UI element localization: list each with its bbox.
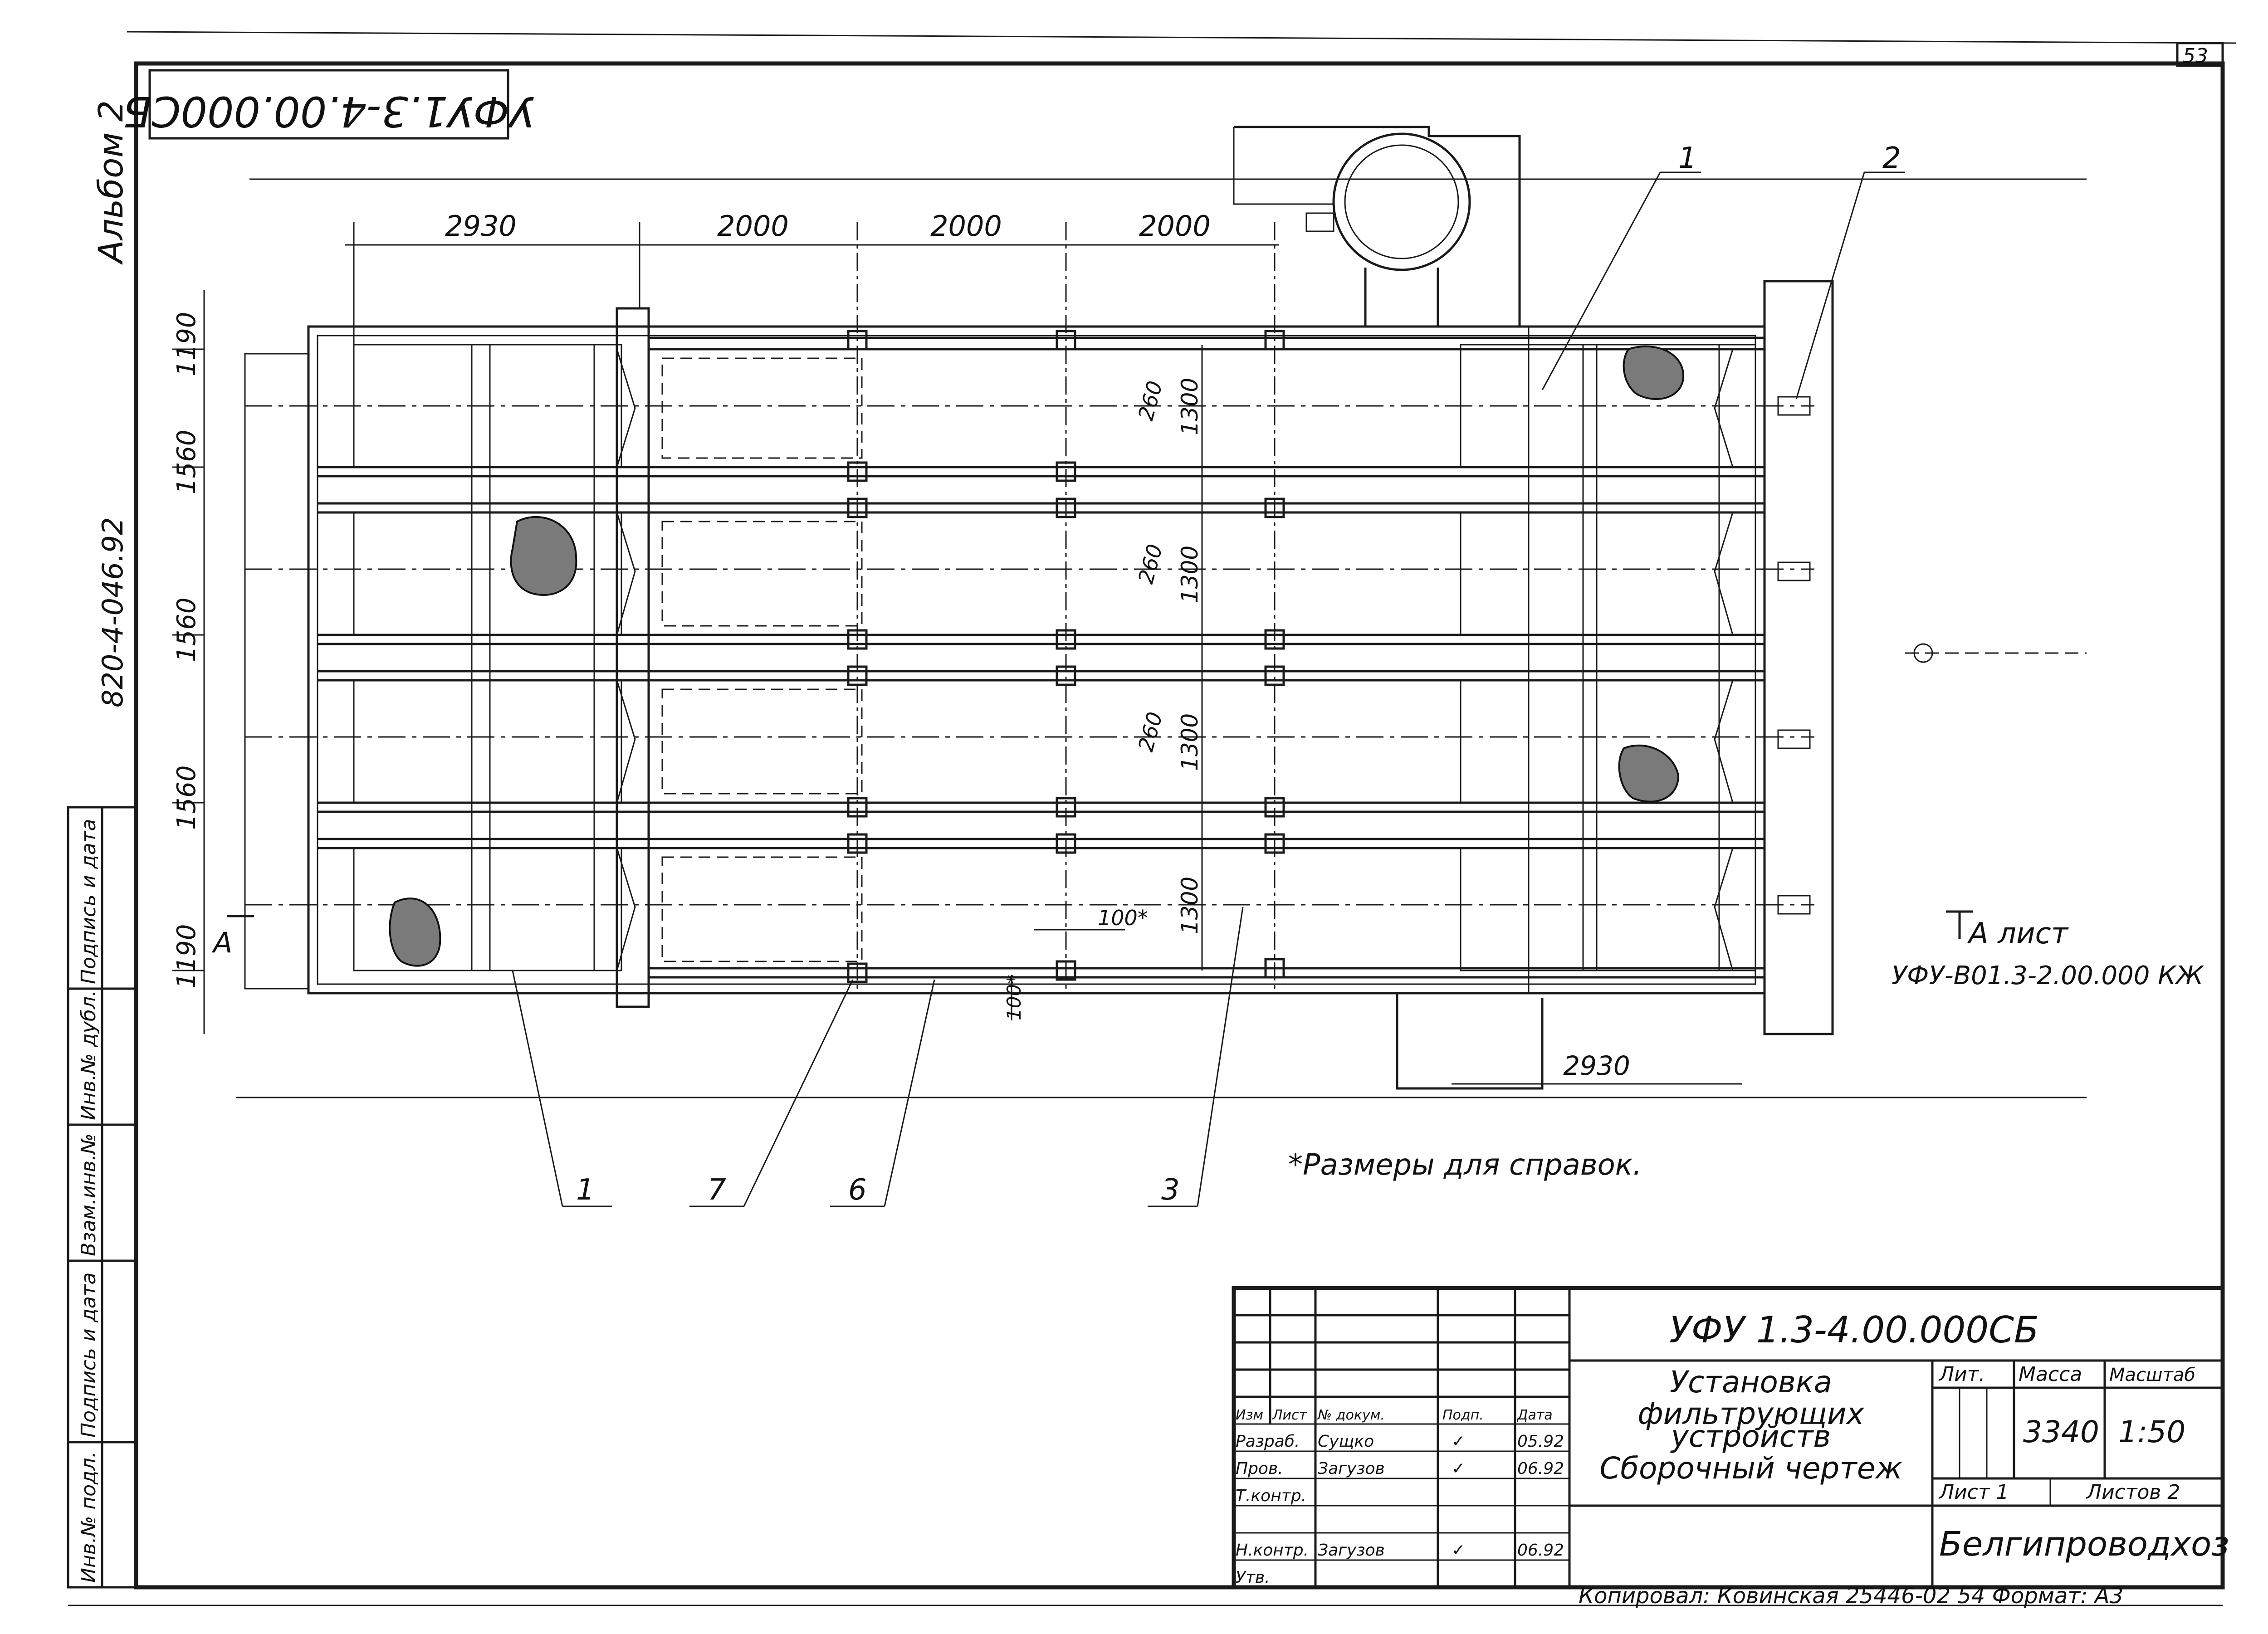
pipe-stubs [1777, 396, 1811, 915]
dim-top-4: 2000 [1139, 210, 1211, 243]
row-name-2: Загузов [1318, 1459, 1385, 1478]
sheet-frame [68, 31, 2237, 1606]
section-marks [227, 910, 1973, 939]
scale-value: 1:50 [2118, 1415, 2185, 1449]
callout-bottom-7: 7 [708, 1173, 726, 1207]
row-date-2: 06.92 [1517, 1459, 1564, 1478]
header-izm: Изм [1236, 1407, 1263, 1423]
stones [389, 345, 1684, 967]
dim-top-1: 2930 [445, 210, 517, 243]
dim-center-3: 1300 [1177, 713, 1203, 771]
dim-260-3: 260 [1133, 709, 1167, 754]
dim-top-2: 2000 [717, 210, 789, 243]
side-stamp-3: Взам.инв.№ [77, 1133, 100, 1256]
row-role-3: Т.контр. [1236, 1487, 1306, 1505]
header-sign: Подп. [1442, 1407, 1484, 1423]
row-name-4: Загузов [1318, 1541, 1385, 1560]
header-list: Лист [1272, 1407, 1308, 1423]
footer: Копировал: Ковинская 25446-02 54 Формат:… [1579, 1583, 2123, 1609]
dim-top-3: 2000 [930, 210, 1002, 243]
middle-dashed-cassettes [661, 357, 863, 962]
sheets-label: Листов 2 [2086, 1481, 2180, 1504]
callout-bottom-1: 1 [576, 1173, 595, 1207]
side-stamp-4: Инв.№ дубл. [77, 990, 100, 1120]
dim-detail-a: 100* [1098, 906, 1148, 930]
title-line-2: фильтрующих [1637, 1396, 1864, 1431]
title-line-3: устройств [1670, 1419, 1831, 1454]
column-lines [353, 222, 1276, 993]
row-role-2: Пров. [1236, 1459, 1283, 1478]
right-cassettes [1460, 344, 1756, 971]
album-label: Альбом 2 [92, 100, 131, 265]
row-sign-4: ✓ [1452, 1541, 1465, 1560]
page-number-box [2176, 42, 2224, 67]
dim-260-1: 260 [1133, 378, 1167, 423]
mass-label: Масса [2019, 1363, 2082, 1386]
section-label-left: А [211, 926, 232, 959]
bracing [616, 349, 1734, 971]
reference-note: *Размеры для справок. [1288, 1148, 1642, 1182]
rotated-code-box [148, 69, 509, 140]
section-reference: УФУ-В01.3-2.00.000 КЖ [1892, 961, 2204, 990]
row-role-5: Утв. [1236, 1568, 1270, 1587]
side-stamp-5: Подпись и дата [77, 819, 100, 984]
dim-left-5: 1190 [172, 924, 201, 989]
dimension-lines [172, 178, 2087, 1098]
dim-left-3: 1560 [172, 597, 201, 662]
plan-drawing [244, 126, 2087, 1090]
mass-value: 3340 [2023, 1415, 2099, 1449]
side-stamp-1: Инв.№ подл. [77, 1451, 100, 1583]
row-name-1: Сущко [1318, 1432, 1374, 1451]
dim-left-4: 1560 [172, 765, 201, 830]
designation: УФУ 1.3-4.00.000СБ [1669, 1309, 2039, 1351]
lit-label: Лит. [1938, 1363, 1985, 1386]
side-stamp-2: Подпись и дата [77, 1273, 100, 1438]
row-date-4: 06.92 [1517, 1541, 1564, 1560]
rotated-code: УФУ1.3-4.00.000СБ [123, 87, 535, 136]
dim-left-2: 1560 [172, 429, 201, 494]
dim-bottom-right: 2930 [1563, 1050, 1630, 1081]
dim-detail-b: 100* [1003, 975, 1025, 1020]
archive-number: 820-4-046.92 [96, 517, 129, 707]
organization: Белгипроводхоз [1939, 1525, 2229, 1564]
callout-bottom-6: 6 [848, 1173, 867, 1207]
callout-leaders [512, 171, 1905, 1207]
clips [847, 330, 1285, 983]
dim-260-2: 260 [1133, 541, 1167, 586]
row-sign-1: ✓ [1452, 1432, 1465, 1451]
row-date-1: 05.92 [1517, 1432, 1564, 1451]
header-doc: № докум. [1317, 1407, 1385, 1423]
dim-center-2: 1300 [1177, 546, 1203, 603]
header-date: Дата [1516, 1407, 1553, 1423]
left-cassettes [353, 344, 622, 971]
callout-bottom-3: 3 [1161, 1173, 1180, 1207]
side-stamp [67, 806, 137, 1589]
dim-left-1: 1190 [172, 312, 201, 376]
row-role-4: Н.контр. [1236, 1541, 1309, 1560]
channel-beams [318, 337, 1765, 979]
dim-center-1: 1300 [1177, 378, 1203, 435]
sheet-label: Лист 1 [1938, 1481, 2009, 1504]
title-line-1: Установка [1670, 1365, 1832, 1400]
scale-label: Масштаб [2109, 1365, 2195, 1385]
section-label-right: А лист [1967, 917, 2069, 951]
callout-top-2: 2 [1882, 141, 1901, 175]
callout-top-1: 1 [1678, 141, 1697, 175]
row-sign-2: ✓ [1452, 1459, 1465, 1478]
page-number: 53 [2183, 44, 2208, 68]
title-line-4: Сборочный чертеж [1599, 1451, 1902, 1486]
dim-center-4: 1300 [1177, 877, 1203, 934]
title-block [1232, 1286, 2225, 1590]
row-role-1: Разраб. [1236, 1432, 1300, 1451]
row-axes [245, 405, 1814, 906]
